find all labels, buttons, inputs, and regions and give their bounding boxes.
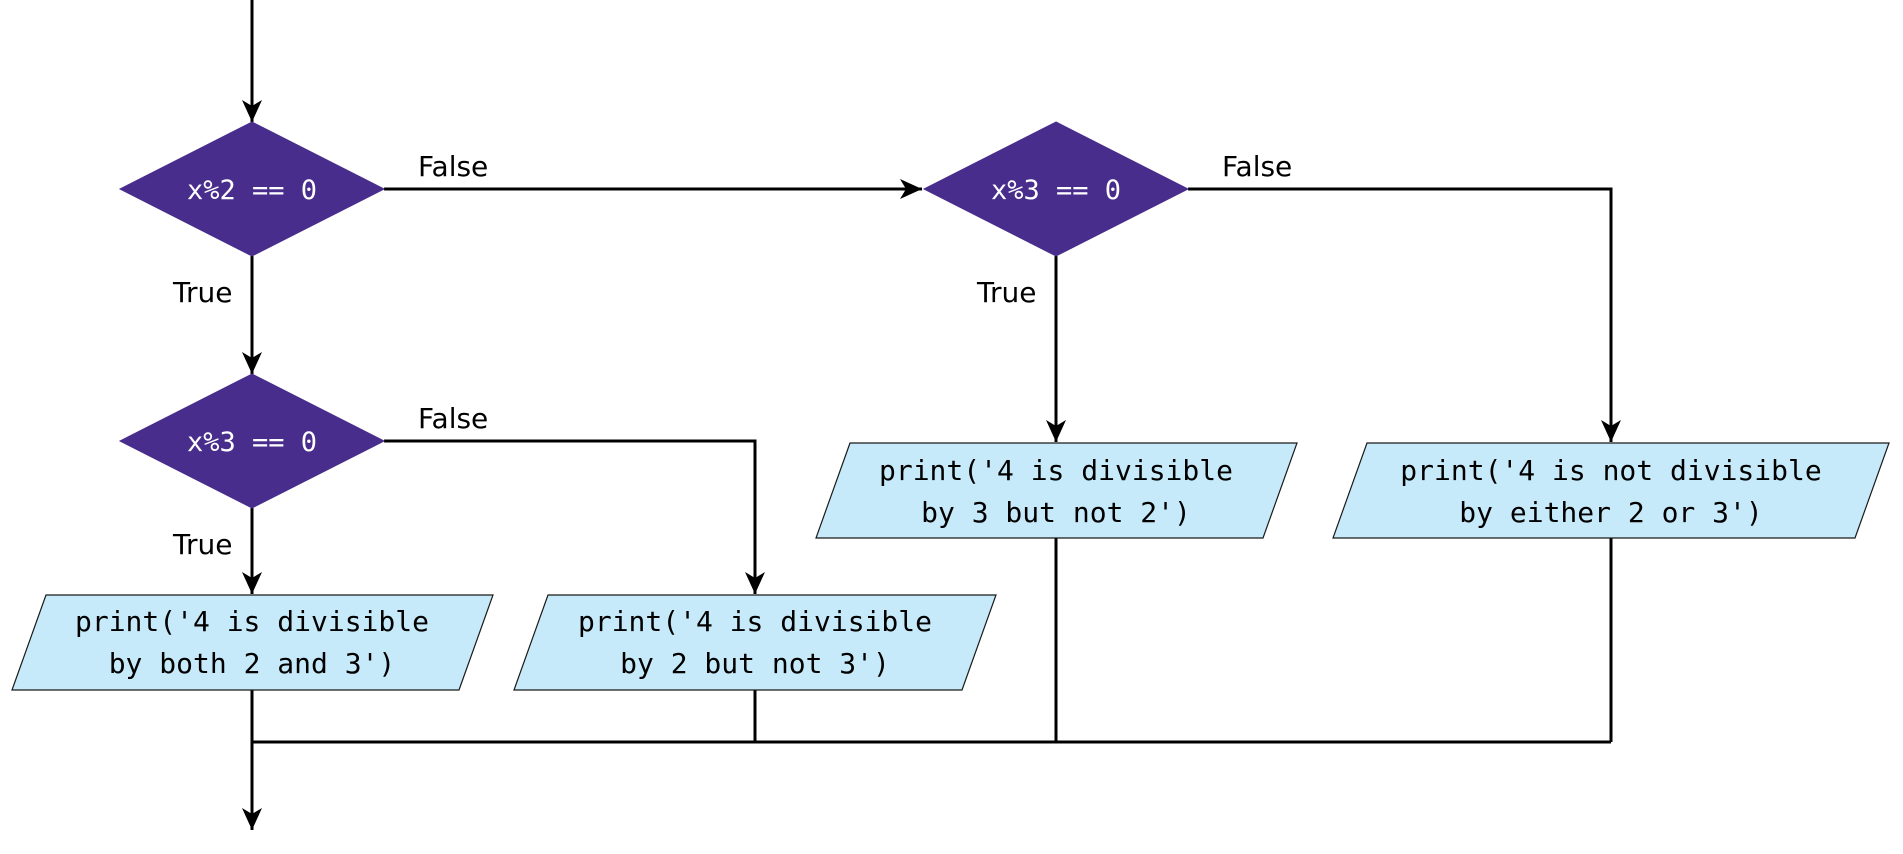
decision-condition: x%2 == 0 <box>187 175 317 206</box>
edges <box>242 0 1621 830</box>
decision-d2: x%3 == 0 <box>118 373 386 509</box>
output-text-line1: print('4 is divisible <box>75 605 429 638</box>
output-text-line1: print('4 is divisible <box>879 454 1233 487</box>
d2-false-label: False <box>418 402 488 435</box>
output-text-line2: by 3 but not 2') <box>921 496 1191 529</box>
output-o1: print('4 is divisible by both 2 and 3') <box>11 594 494 691</box>
decision-condition: x%3 == 0 <box>187 427 317 458</box>
d1-true-label: True <box>172 276 232 309</box>
d2-false-arrow <box>384 439 765 594</box>
d1-false-label: False <box>418 150 488 183</box>
decision-diamond <box>118 121 386 257</box>
output-text-line2: by 2 but not 3') <box>620 647 890 680</box>
output-text-line1: print('4 is not divisible <box>1400 454 1821 487</box>
output-o3: print('4 is divisible by 3 but not 2') <box>815 442 1298 539</box>
d3-true-label: True <box>976 276 1036 309</box>
d3-false-arrow <box>1188 187 1621 442</box>
output-parallelogram <box>815 442 1298 539</box>
output-o4: print('4 is not divisible by either 2 or… <box>1332 442 1890 539</box>
output-parallelogram <box>513 594 997 691</box>
output-text-line2: by both 2 and 3') <box>109 647 396 680</box>
decision-d3: x%3 == 0 <box>922 121 1190 257</box>
output-text-line2: by either 2 or 3') <box>1459 496 1762 529</box>
d2-true-label: True <box>172 528 232 561</box>
decision-d1: x%2 == 0 <box>118 121 386 257</box>
decision-diamond <box>118 373 386 509</box>
decision-condition: x%3 == 0 <box>991 175 1121 206</box>
edge-labels: False True False True False True <box>172 150 1292 561</box>
decision-diamond <box>922 121 1190 257</box>
output-o2: print('4 is divisible by 2 but not 3') <box>513 594 997 691</box>
d3-false-label: False <box>1222 150 1292 183</box>
output-parallelogram <box>11 594 494 691</box>
output-parallelogram <box>1332 442 1890 539</box>
output-text-line1: print('4 is divisible <box>578 605 932 638</box>
